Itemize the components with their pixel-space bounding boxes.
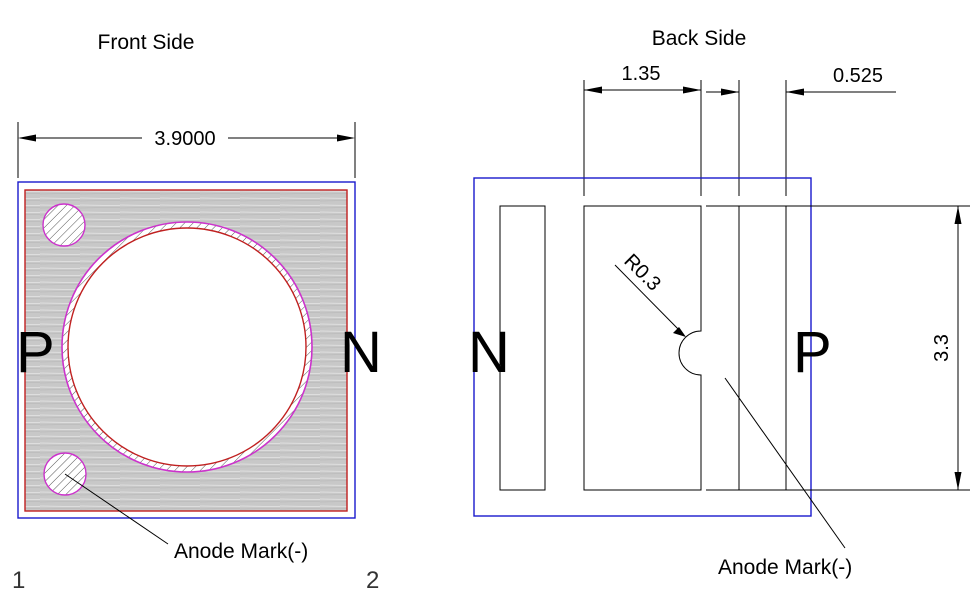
- front-top-mark-circle: [42, 203, 86, 247]
- front-width-label: 3.9000: [154, 128, 215, 150]
- back-side-view: Back Side 1.35 0.525: [468, 27, 970, 579]
- front-package-outline: [17, 181, 356, 519]
- back-dim-left-label: 1.35: [622, 63, 661, 85]
- back-package-outline: [473, 177, 812, 517]
- front-title: Front Side: [98, 31, 195, 54]
- back-pad-right: [738, 205, 787, 491]
- front-width-dimension: 3.9000: [17, 122, 356, 178]
- back-pole-n: N: [468, 320, 510, 385]
- back-radius-label: R0.3: [619, 250, 664, 295]
- front-anode-leader: [64, 473, 169, 545]
- back-radius-callout: R0.3: [614, 250, 686, 337]
- pin-2-label: 2: [366, 567, 379, 594]
- back-anode-note: Anode Mark(-): [718, 556, 852, 579]
- back-pad-middle: [583, 205, 702, 491]
- pin-1-label: 1: [12, 567, 25, 594]
- back-dim-height-label: 3.3: [931, 334, 953, 362]
- front-anode-note: Anode Mark(-): [174, 540, 308, 563]
- back-dim-right-label: 0.525: [833, 65, 883, 87]
- front-pole-p: P: [16, 320, 55, 385]
- front-side-view: Front Side 3.9000 Anode Mark(-) P N 1 2: [12, 31, 382, 594]
- back-dim-0-525: 0.525: [706, 65, 896, 196]
- back-dim-1-35: 1.35: [583, 63, 702, 196]
- front-pole-n: N: [340, 320, 382, 385]
- back-dim-height: 3.3: [786, 205, 970, 491]
- front-lens-inner: [67, 227, 307, 467]
- back-pad-left: [499, 205, 546, 491]
- back-pole-p: P: [793, 320, 832, 385]
- back-anode-leader: [724, 377, 846, 549]
- back-title: Back Side: [652, 27, 747, 50]
